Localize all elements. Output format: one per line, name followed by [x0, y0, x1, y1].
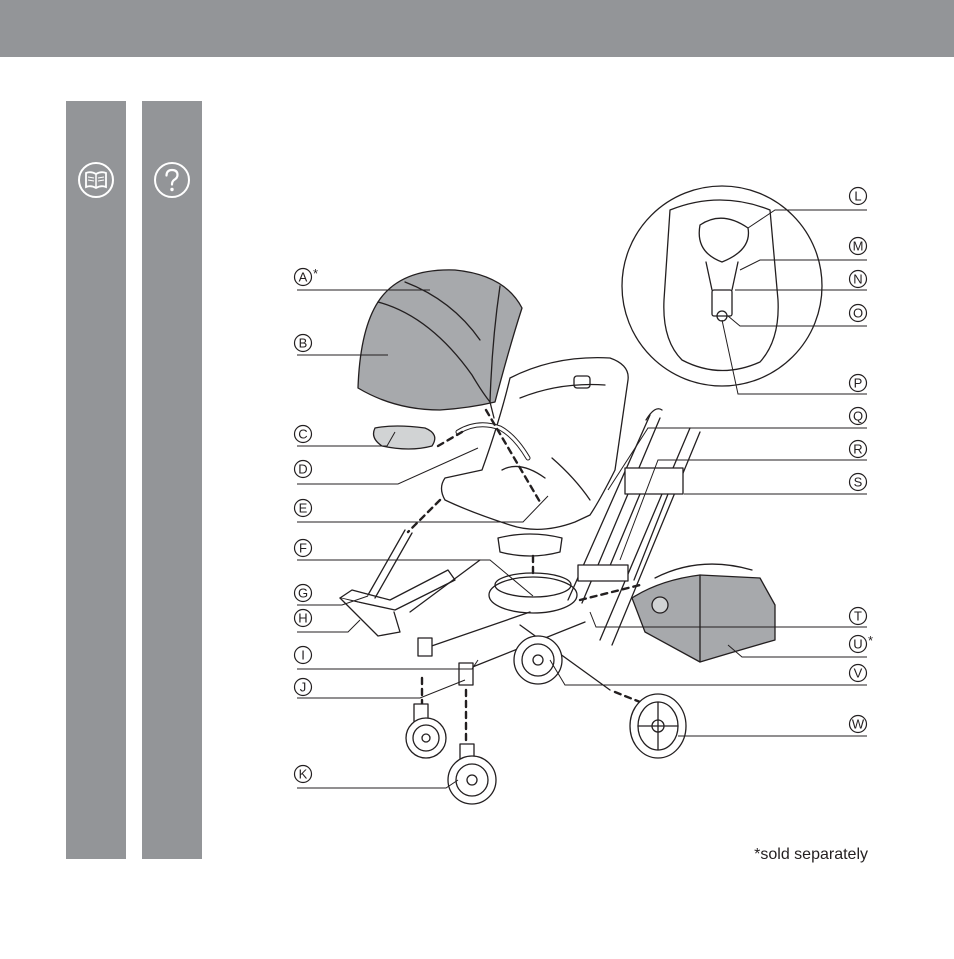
callout-circle: [848, 439, 868, 459]
callout-circle: [293, 764, 313, 784]
callout-circle: [293, 645, 313, 665]
callout-letter: A: [299, 270, 308, 285]
callout-letter: O: [853, 306, 863, 321]
callout-b: B: [293, 333, 313, 353]
seat: [440, 357, 629, 530]
callout-circle: [848, 472, 868, 492]
callout-t: T: [848, 606, 868, 626]
wheel-front-right: [447, 743, 497, 805]
callout-circle: [848, 373, 868, 393]
question-icon: [154, 162, 190, 198]
callout-circle: [293, 608, 313, 628]
basket: [631, 574, 776, 663]
callout-circle: [293, 424, 313, 444]
callout-k: K: [293, 764, 313, 784]
callout-circle: [848, 714, 868, 734]
callout-r: R: [848, 439, 868, 459]
callout-letter: N: [853, 272, 862, 287]
callout-a: A*: [293, 266, 318, 287]
callout-asterisk: *: [868, 633, 873, 648]
callout-letter: V: [854, 666, 863, 681]
stroller-illustration: [339, 185, 823, 805]
callout-j: J: [293, 677, 313, 697]
callout-c: C: [293, 424, 313, 444]
callout-p: P: [848, 373, 868, 393]
callout-circle: [848, 269, 868, 289]
callout-n: N: [848, 269, 868, 289]
callout-h: H: [293, 608, 313, 628]
callout-q: Q: [848, 406, 868, 426]
callout-circle: [848, 236, 868, 256]
sold-separately-note: *sold separately: [754, 846, 868, 863]
callout-circle: [848, 186, 868, 206]
callout-circle: [293, 498, 313, 518]
callout-letter: W: [852, 717, 865, 732]
header-bar: [0, 0, 954, 57]
callout-letter: B: [299, 336, 308, 351]
callout-circle: [293, 267, 313, 287]
callout-o: O: [848, 303, 868, 323]
callout-circle: [293, 538, 313, 558]
callout-letter: F: [299, 541, 307, 556]
callout-letter: G: [298, 586, 308, 601]
leader-lines: [297, 209, 867, 789]
callout-letter: T: [854, 609, 862, 624]
help-tab[interactable]: [142, 101, 202, 859]
callout-letter: K: [299, 767, 308, 782]
callout-circle: [293, 333, 313, 353]
callout-circle: [293, 583, 313, 603]
callout-asterisk: *: [313, 266, 318, 281]
callout-letter: D: [298, 462, 307, 477]
callout-letter: H: [298, 611, 307, 626]
callout-m: M: [848, 236, 868, 256]
callout-letter: Q: [853, 409, 863, 424]
callout-circle: [848, 663, 868, 683]
callout-circle: [848, 303, 868, 323]
callout-letter: U: [853, 637, 862, 652]
hub-ring: [488, 576, 578, 614]
callout-s: S: [848, 472, 868, 492]
callout-v: V: [848, 663, 868, 683]
callout-letter: I: [301, 648, 305, 663]
callout-d: D: [293, 459, 313, 479]
callout-f: F: [293, 538, 313, 558]
callout-w: W: [848, 714, 868, 734]
callout-letter: R: [853, 442, 862, 457]
manual-tab[interactable]: [66, 101, 126, 859]
callout-circle: [848, 606, 868, 626]
callout-letter: E: [299, 501, 308, 516]
wheel-rear-left: [513, 635, 563, 685]
callout-u: U*: [848, 633, 873, 654]
wheel-front-left: [405, 703, 447, 759]
callout-e: E: [293, 498, 313, 518]
callout-l: L: [848, 186, 868, 206]
callout-letter: P: [854, 376, 863, 391]
callout-letter: L: [854, 189, 861, 204]
callout-circle: [293, 459, 313, 479]
callout-letter: S: [854, 475, 863, 490]
callout-circle: [293, 677, 313, 697]
callout-circle: [848, 406, 868, 426]
callout-i: I: [293, 645, 313, 665]
book-icon: [78, 162, 114, 198]
callout-letter: J: [300, 680, 307, 695]
canopy: [357, 269, 523, 411]
wheel-rear-right: [629, 693, 687, 759]
callout-circle: [848, 634, 868, 654]
callout-letter: C: [298, 427, 307, 442]
callout-letter: M: [853, 239, 864, 254]
callout-g: G: [293, 583, 313, 603]
